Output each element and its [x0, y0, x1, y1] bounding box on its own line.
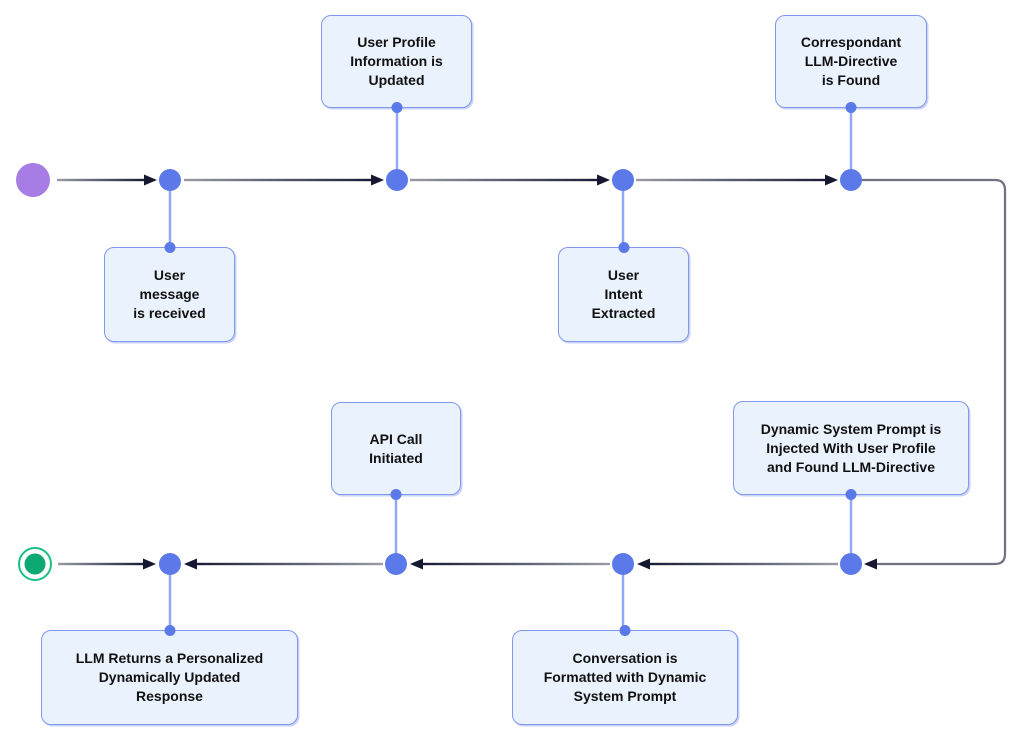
milestone-dot-step3	[612, 169, 634, 191]
step-label-text: API Call Initiated	[369, 430, 423, 466]
start-node-circle	[16, 163, 50, 197]
arrowhead-end-step8	[143, 558, 156, 570]
connector-dot	[619, 625, 631, 636]
milestone-dot-step8	[159, 553, 181, 575]
milestone-dot-step7	[385, 553, 407, 575]
arrowhead-step5	[864, 558, 877, 570]
milestone-dot-step2	[386, 169, 408, 191]
milestone-dot-step4	[840, 169, 862, 191]
edge-step2-to-step3	[410, 178, 598, 182]
step-label-text: User Profile Information is Updated	[350, 34, 443, 88]
milestone-dot-step6	[612, 553, 634, 575]
edge-step1-to-step2	[184, 178, 372, 182]
step-label-text: User Intent Extracted	[591, 267, 656, 321]
edge-step4-to-step5	[862, 178, 1007, 566]
end-node-ring	[18, 547, 52, 581]
connector-dot	[164, 242, 175, 253]
step-label-directive-found: Correspondant LLM-Directive is Found	[775, 15, 927, 113]
connector-dot	[618, 242, 629, 253]
edge-start-to-step1	[57, 178, 145, 182]
step-label-text: User message is received	[133, 267, 206, 321]
arrowhead-step6	[637, 558, 650, 570]
step-label-text: Correspondant LLM-Directive is Found	[800, 34, 902, 88]
edge-end-to-step8	[58, 562, 144, 566]
arrowhead-step7	[410, 558, 423, 570]
step-label-api-call: API Call Initiated	[331, 402, 461, 500]
step-label-text: Conversation is Formatted with Dynamic S…	[543, 650, 707, 704]
step-label-profile-updated: User Profile Information is Updated	[321, 15, 472, 113]
connector-dot	[845, 102, 857, 113]
connector-dot	[164, 625, 175, 636]
step-label-text: Dynamic System Prompt is Injected With U…	[760, 420, 942, 475]
step-label-text: LLM Returns a Personalized Dynamically U…	[75, 650, 264, 704]
milestone-dot-step1	[159, 169, 181, 191]
connector-dot	[845, 489, 857, 500]
step-label-user-message-received: User message is received	[104, 242, 235, 342]
edge-step6-to-step7	[423, 562, 610, 566]
step-label-llm-response: LLM Returns a Personalized Dynamically U…	[41, 625, 298, 725]
milestone-dot-step5	[840, 553, 862, 575]
edge-step5-to-step6	[650, 562, 838, 566]
arrowhead-step8	[184, 558, 197, 570]
edge-step7-to-step8	[197, 562, 383, 566]
step-label-conversation-formatted: Conversation is Formatted with Dynamic S…	[512, 625, 738, 725]
arrowhead-step4	[825, 174, 838, 186]
arrowhead-step3	[597, 174, 610, 186]
step-label-prompt-injected: Dynamic System Prompt is Injected With U…	[733, 401, 969, 500]
step-label-intent-extracted: User Intent Extracted	[558, 242, 689, 342]
arrowhead-step2	[371, 174, 384, 186]
end-node-circle	[24, 553, 46, 575]
connector-dot	[390, 489, 402, 500]
connector-dot	[391, 102, 402, 113]
arrowhead-step1	[144, 174, 157, 186]
edge-step3-to-step4	[636, 178, 826, 182]
